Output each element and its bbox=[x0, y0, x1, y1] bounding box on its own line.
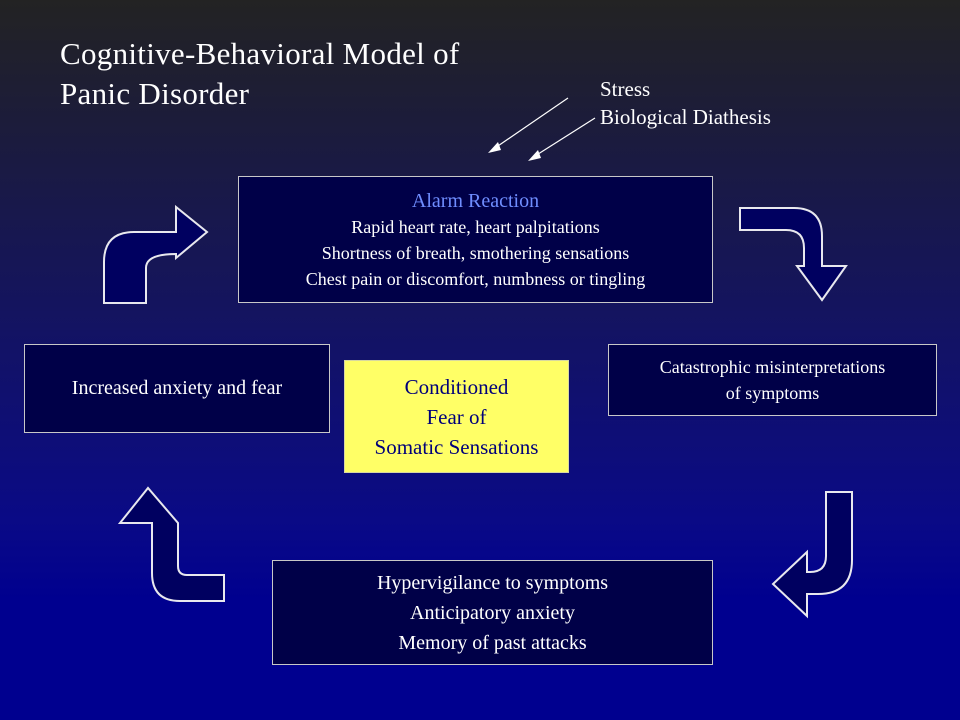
slide-title: Cognitive-Behavioral Model of Panic Diso… bbox=[60, 34, 460, 114]
diathesis-arrow bbox=[528, 117, 596, 161]
influence-stress: Stress bbox=[600, 77, 651, 101]
title-line-1: Cognitive-Behavioral Model of bbox=[60, 36, 460, 71]
catastrophic-line-1: Catastrophic misinterpretations bbox=[659, 357, 886, 377]
alarm-reaction-heading: Alarm Reaction bbox=[411, 189, 540, 212]
alarm-symptom-3: Chest pain or discomfort, numbness or ti… bbox=[305, 268, 646, 289]
arrow-anxiety-to-alarm bbox=[103, 204, 209, 304]
arrow-alarm-to-catastrophic bbox=[739, 207, 848, 302]
hypervigilance-line-2: Anticipatory anxiety bbox=[410, 601, 575, 624]
catastrophic-misinterpretations-box: Catastrophic misinterpretations of sympt… bbox=[608, 344, 937, 416]
increased-anxiety-label: Increased anxiety and fear bbox=[71, 377, 283, 399]
stress-arrow bbox=[488, 97, 569, 153]
title-line-2: Panic Disorder bbox=[60, 76, 250, 111]
conditioned-fear-box: Conditioned Fear of Somatic Sensations bbox=[344, 360, 569, 473]
arrow-catastrophic-to-hypervigilance bbox=[771, 491, 853, 619]
conditioned-line-2: Fear of bbox=[426, 404, 487, 429]
alarm-reaction-box: Alarm Reaction Rapid heart rate, heart p… bbox=[238, 176, 713, 303]
influence-biological-diathesis: Biological Diathesis bbox=[600, 105, 771, 129]
arrow-hypervigilance-to-anxiety bbox=[117, 486, 225, 602]
influences-label: Stress Biological Diathesis bbox=[600, 75, 771, 131]
conditioned-line-3: Somatic Sensations bbox=[374, 434, 539, 459]
hypervigilance-line-3: Memory of past attacks bbox=[398, 631, 587, 654]
hypervigilance-box: Hypervigilance to symptoms Anticipatory … bbox=[272, 560, 713, 665]
alarm-symptom-2: Shortness of breath, smothering sensatio… bbox=[321, 242, 630, 263]
hypervigilance-line-1: Hypervigilance to symptoms bbox=[376, 571, 609, 594]
alarm-symptom-1: Rapid heart rate, heart palpitations bbox=[351, 216, 600, 237]
conditioned-line-1: Conditioned bbox=[404, 374, 509, 399]
increased-anxiety-box: Increased anxiety and fear bbox=[24, 344, 330, 433]
catastrophic-line-2: of symptoms bbox=[725, 383, 820, 403]
